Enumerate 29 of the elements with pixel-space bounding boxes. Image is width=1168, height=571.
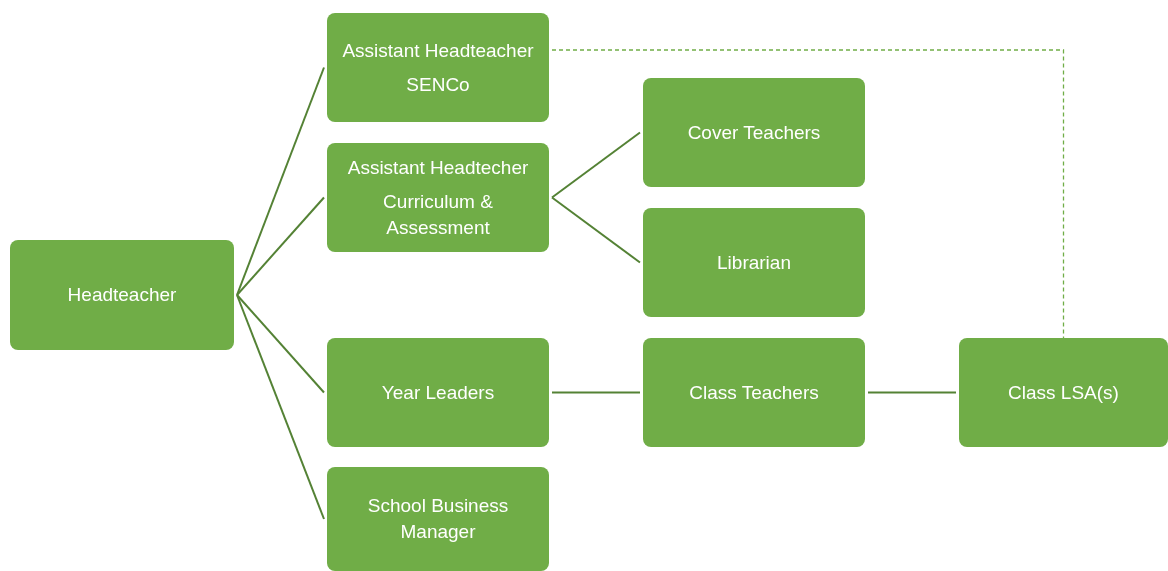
role-title: Class Teachers xyxy=(689,380,819,405)
org-box xyxy=(643,78,865,187)
org-box xyxy=(327,13,549,122)
role-title: Year Leaders xyxy=(381,380,495,405)
org-box xyxy=(327,338,549,447)
connector-line xyxy=(551,131,641,199)
connector-line xyxy=(236,196,325,296)
org-box xyxy=(10,240,234,350)
role-title: School Business Manager xyxy=(366,494,510,544)
connector-line xyxy=(236,66,325,296)
connector-line xyxy=(867,391,957,394)
connector-line xyxy=(551,196,641,264)
role-title: Librarian xyxy=(717,250,791,275)
role-subtitle: SENCo xyxy=(406,72,470,97)
role-title: Class LSA(s) xyxy=(1008,380,1119,405)
connector-line xyxy=(236,294,325,520)
role-title: Cover Teachers xyxy=(687,120,821,145)
role-subtitle: Curriculum & Assessment xyxy=(382,189,494,240)
connector-line xyxy=(551,391,641,394)
dashed-connector xyxy=(551,49,1065,339)
org-box xyxy=(959,338,1168,447)
org-box xyxy=(327,467,549,571)
role-title: Assistant Headteacher xyxy=(342,38,534,63)
role-title: Headteacher xyxy=(67,283,177,307)
role-title: Assistant Headtecher xyxy=(347,155,529,180)
org-box xyxy=(643,338,865,447)
org-box xyxy=(643,208,865,317)
org-box xyxy=(327,143,549,252)
connector-line xyxy=(236,294,325,394)
